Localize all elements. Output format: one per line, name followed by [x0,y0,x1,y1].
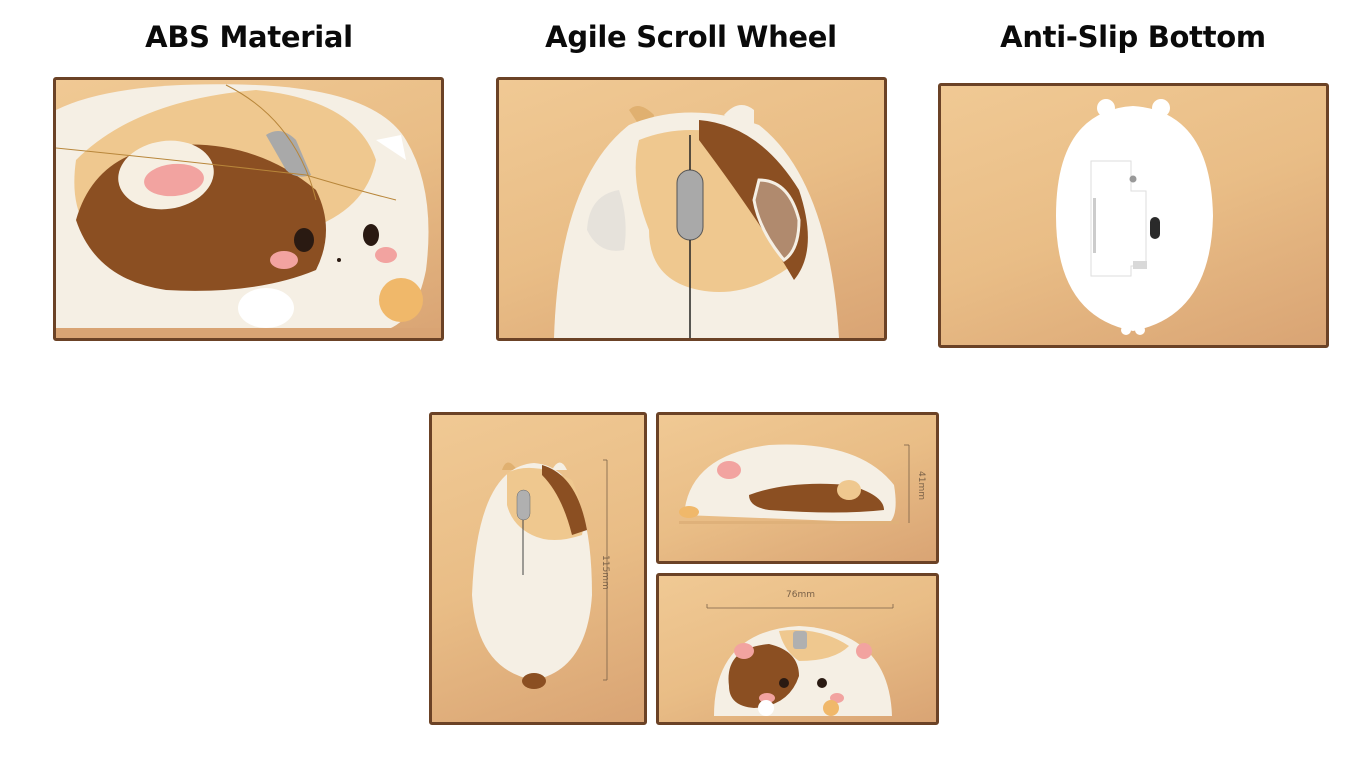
mouse-top-closeup-illustration [554,105,839,338]
image-dimension-width: 76mm [656,573,939,725]
mouse-underside-illustration [1056,99,1213,335]
width-dimension-label: 76mm [786,590,815,600]
heading-agile-scroll-wheel: Agile Scroll Wheel [545,20,837,54]
mouse-top-dimension-illustration [472,459,608,689]
mouse-side-dimension-illustration [679,444,910,524]
image-abs-material [53,77,444,341]
mouse-angled-illustration [56,84,441,338]
image-dimension-height: 41mm [656,412,939,564]
mouse-front-dimension-illustration [706,604,894,716]
heading-anti-slip-bottom: Anti-Slip Bottom [1000,20,1266,54]
heading-abs-material: ABS Material [145,20,353,54]
height-dimension-label: 41mm [916,471,926,500]
image-agile-scroll-wheel [496,77,887,341]
image-anti-slip-bottom [938,83,1329,348]
image-dimension-length: 115mm [429,412,647,725]
length-dimension-label: 115mm [600,555,610,590]
